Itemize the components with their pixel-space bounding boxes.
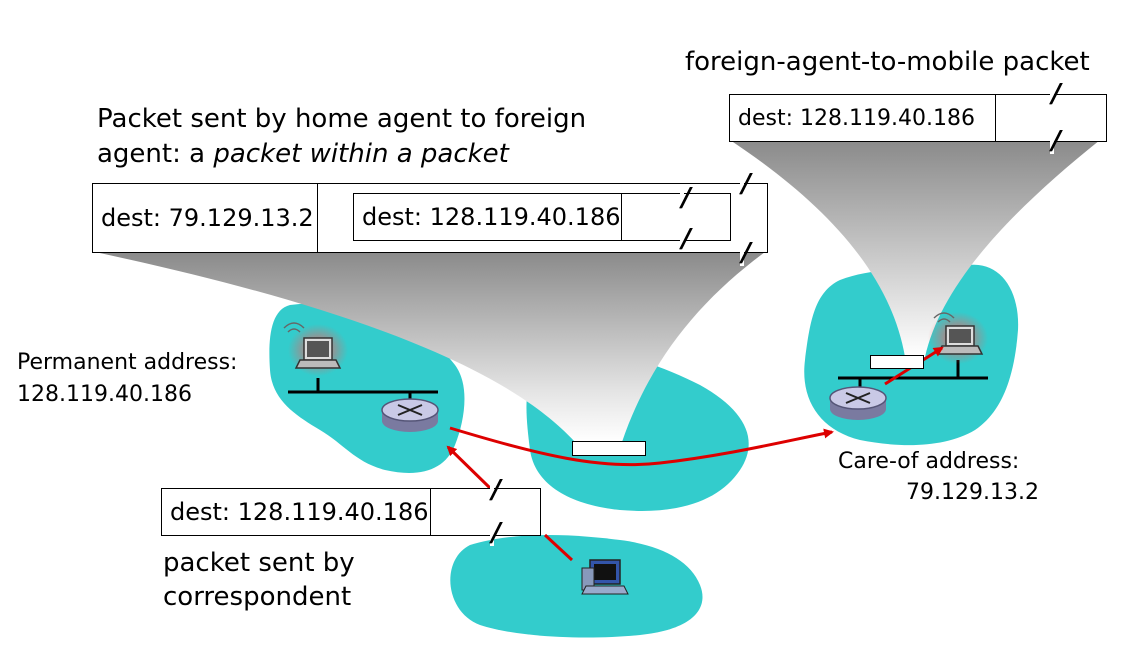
arrow-correspondent-to-home xyxy=(448,447,574,562)
packet-break-mark: // xyxy=(740,238,750,268)
packet-divider xyxy=(430,489,431,535)
correspondent-label-line2: correspondent xyxy=(163,582,352,612)
care-of-address-label: Care-of address: xyxy=(838,449,1020,474)
packet-break-mark: // xyxy=(680,183,690,213)
packet-dest-field: dest: 128.119.40.186 xyxy=(738,105,975,131)
packet-divider xyxy=(621,194,622,240)
correspondent-dest-field: dest: 128.119.40.186 xyxy=(170,498,429,526)
fa-to-mobile-label: foreign-agent-to-mobile packet xyxy=(685,47,1090,77)
laptop-icon xyxy=(283,322,348,376)
packet-at-foreign-agent xyxy=(870,355,924,369)
correspondent-network xyxy=(450,535,703,638)
ha-to-fa-emphasis: packet within a packet xyxy=(213,139,509,169)
permanent-address-value: 128.119.40.186 xyxy=(17,382,192,407)
funnel-ha-to-fa xyxy=(95,252,765,442)
packet-divider xyxy=(317,184,318,252)
packet-break-mark: // xyxy=(680,224,690,254)
outer-dest-field: dest: 79.129.13.2 xyxy=(101,204,314,232)
packet-break-mark: // xyxy=(490,518,500,548)
correspondent-packet: dest: 128.119.40.186 xyxy=(161,488,541,536)
ha-to-fa-prefix: agent: a xyxy=(97,139,214,169)
inner-dest-field: dest: 128.119.40.186 xyxy=(362,203,621,231)
router-icon xyxy=(381,398,439,432)
permanent-address-label: Permanent address: xyxy=(17,350,238,375)
arrow-home-to-foreign xyxy=(449,426,834,467)
packet-break-mark: // xyxy=(490,475,500,505)
ha-to-fa-label-line2: agent: a packet within a packet xyxy=(97,137,509,171)
ha-to-fa-label-line1: Packet sent by home agent to foreign xyxy=(97,104,587,134)
correspondent-label-line1: packet sent by xyxy=(163,548,355,578)
packet-divider xyxy=(995,95,996,141)
packet-in-transit xyxy=(572,441,646,456)
packet-break-mark: // xyxy=(1050,126,1060,156)
ha-to-fa-packet-inner: dest: 128.119.40.186 xyxy=(353,193,731,241)
packet-break-mark: // xyxy=(1050,79,1060,109)
care-of-address-value: 79.129.13.2 xyxy=(906,480,1039,505)
fa-to-mobile-packet: dest: 128.119.40.186 xyxy=(729,94,1107,142)
funnel-fa-to-mobile xyxy=(730,140,1100,357)
desktop-computer-icon xyxy=(581,559,629,595)
laptop-icon xyxy=(928,312,988,364)
packet-break-mark: // xyxy=(740,169,750,199)
router-icon xyxy=(829,386,887,420)
